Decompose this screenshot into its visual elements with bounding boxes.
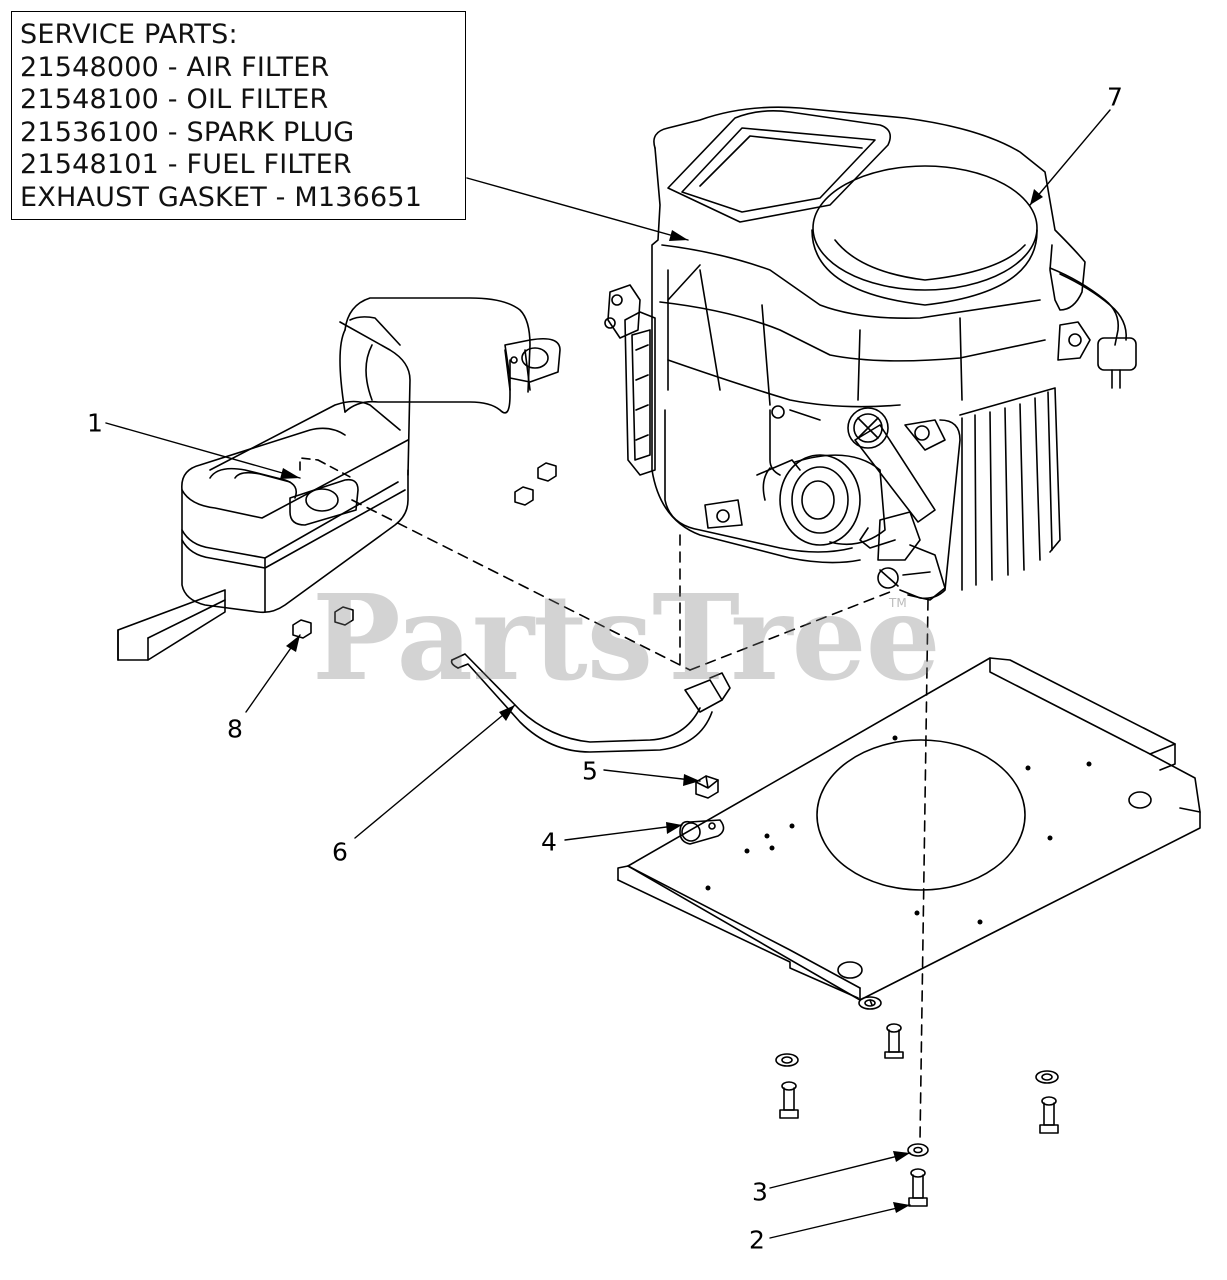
callout-2: 2: [749, 1225, 765, 1255]
callout-3: 3: [752, 1177, 768, 1207]
leader-lines: [105, 109, 1111, 1239]
leader-arrowheads: [280, 189, 1043, 1213]
service-parts-box: SERVICE PARTS: 21548000 - AIR FILTER 215…: [11, 11, 466, 220]
assembly-dashed-lines: [351, 499, 929, 1141]
fuel-hose: [450, 653, 731, 753]
callout-6: 6: [332, 837, 348, 867]
hose-clamp-and-bolt: [679, 775, 725, 845]
service-part-spark-plug: 21536100 - SPARK PLUG: [20, 116, 355, 148]
callout-5: 5: [582, 756, 598, 786]
mounting-bolts: [775, 996, 1059, 1207]
callout-1: 1: [87, 408, 103, 438]
engine-assembly: [604, 106, 1137, 601]
service-part-exhaust-gasket: EXHAUST GASKET - M136651: [20, 181, 423, 213]
service-part-fuel-filter: 21548101 - FUEL FILTER: [20, 149, 352, 180]
callout-8: 8: [227, 714, 243, 744]
service-part-air-filter: 21548000 - AIR FILTER: [20, 51, 330, 83]
callout-7: 7: [1107, 82, 1123, 112]
hex-nuts: [292, 462, 557, 639]
muffler-assembly: [117, 297, 561, 661]
trademark-mark: TM: [889, 596, 907, 610]
service-part-oil-filter: 21548100 - OIL FILTER: [20, 84, 329, 115]
service-parts-title: SERVICE PARTS:: [20, 19, 238, 50]
callout-4: 4: [541, 827, 557, 857]
plate-holes: [705, 735, 1092, 925]
